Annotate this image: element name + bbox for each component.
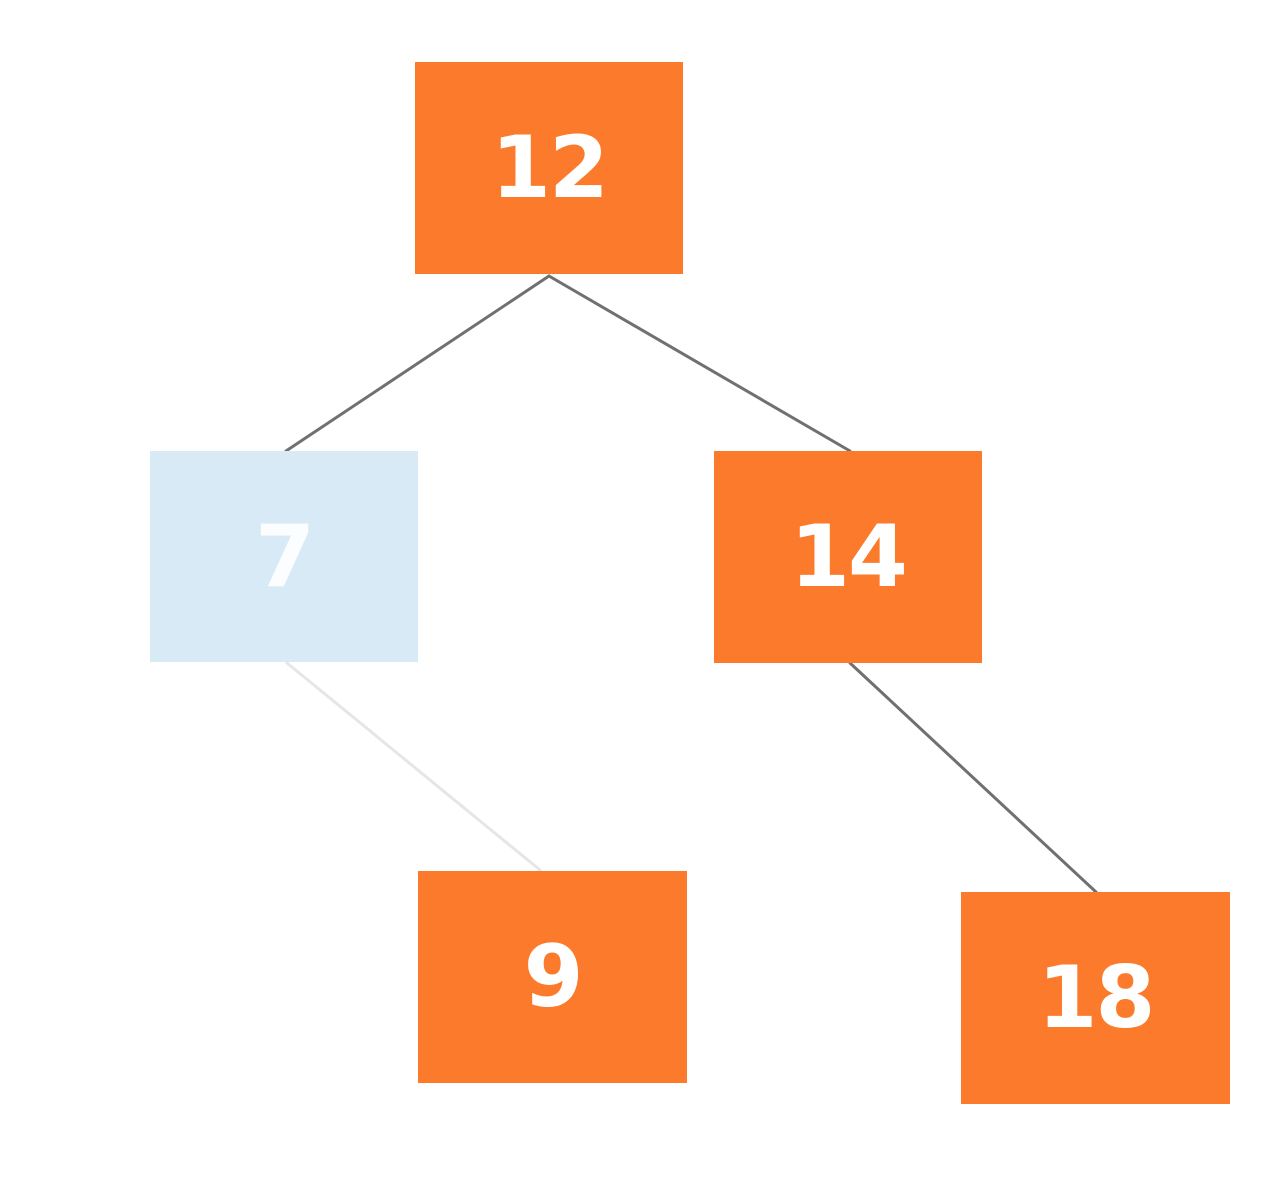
node-label-7: 7 [255,506,315,607]
node-label-9: 9 [523,927,584,1027]
node-label-18: 18 [1037,948,1156,1048]
tree-node-12: 12 [415,62,683,274]
tree-node-18: 18 [961,892,1230,1104]
edge-12-to-14 [547,274,852,453]
edge-14-to-18 [848,661,1098,894]
edge-7-to-9 [285,661,542,872]
edge-12-to-7 [284,274,551,453]
node-label-12: 12 [491,118,609,218]
tree-node-9: 9 [418,871,687,1083]
tree-node-14: 14 [714,451,982,663]
node-label-14: 14 [790,507,908,607]
tree-node-7: 7 [150,451,418,662]
